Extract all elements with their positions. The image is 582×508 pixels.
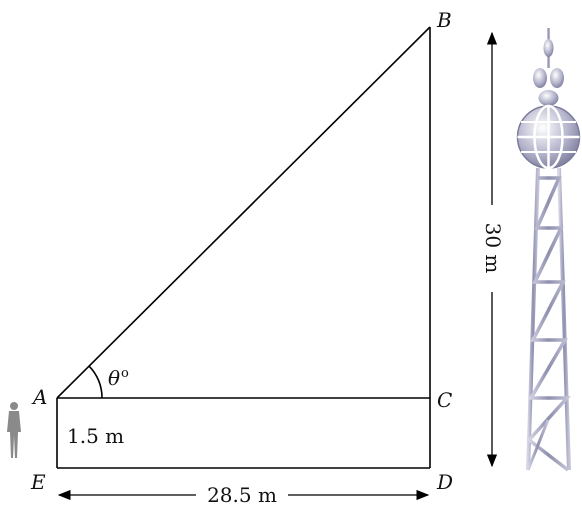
tower-icon xyxy=(516,28,581,472)
angle-label: θ xyxy=(108,366,120,390)
point-label-b: B xyxy=(436,8,452,32)
person-icon xyxy=(7,402,21,458)
height-label: 1.5 m xyxy=(67,424,124,448)
point-label-c: C xyxy=(437,388,452,412)
point-label-e: E xyxy=(30,470,46,494)
tower-height-label: 30 m xyxy=(481,223,505,274)
point-label-d: D xyxy=(436,470,453,494)
angle-arc xyxy=(88,365,103,399)
line-ab xyxy=(56,26,431,399)
angle-unit: o xyxy=(121,366,129,381)
point-label-a: A xyxy=(31,385,47,409)
base-label: 28.5 m xyxy=(207,483,277,507)
